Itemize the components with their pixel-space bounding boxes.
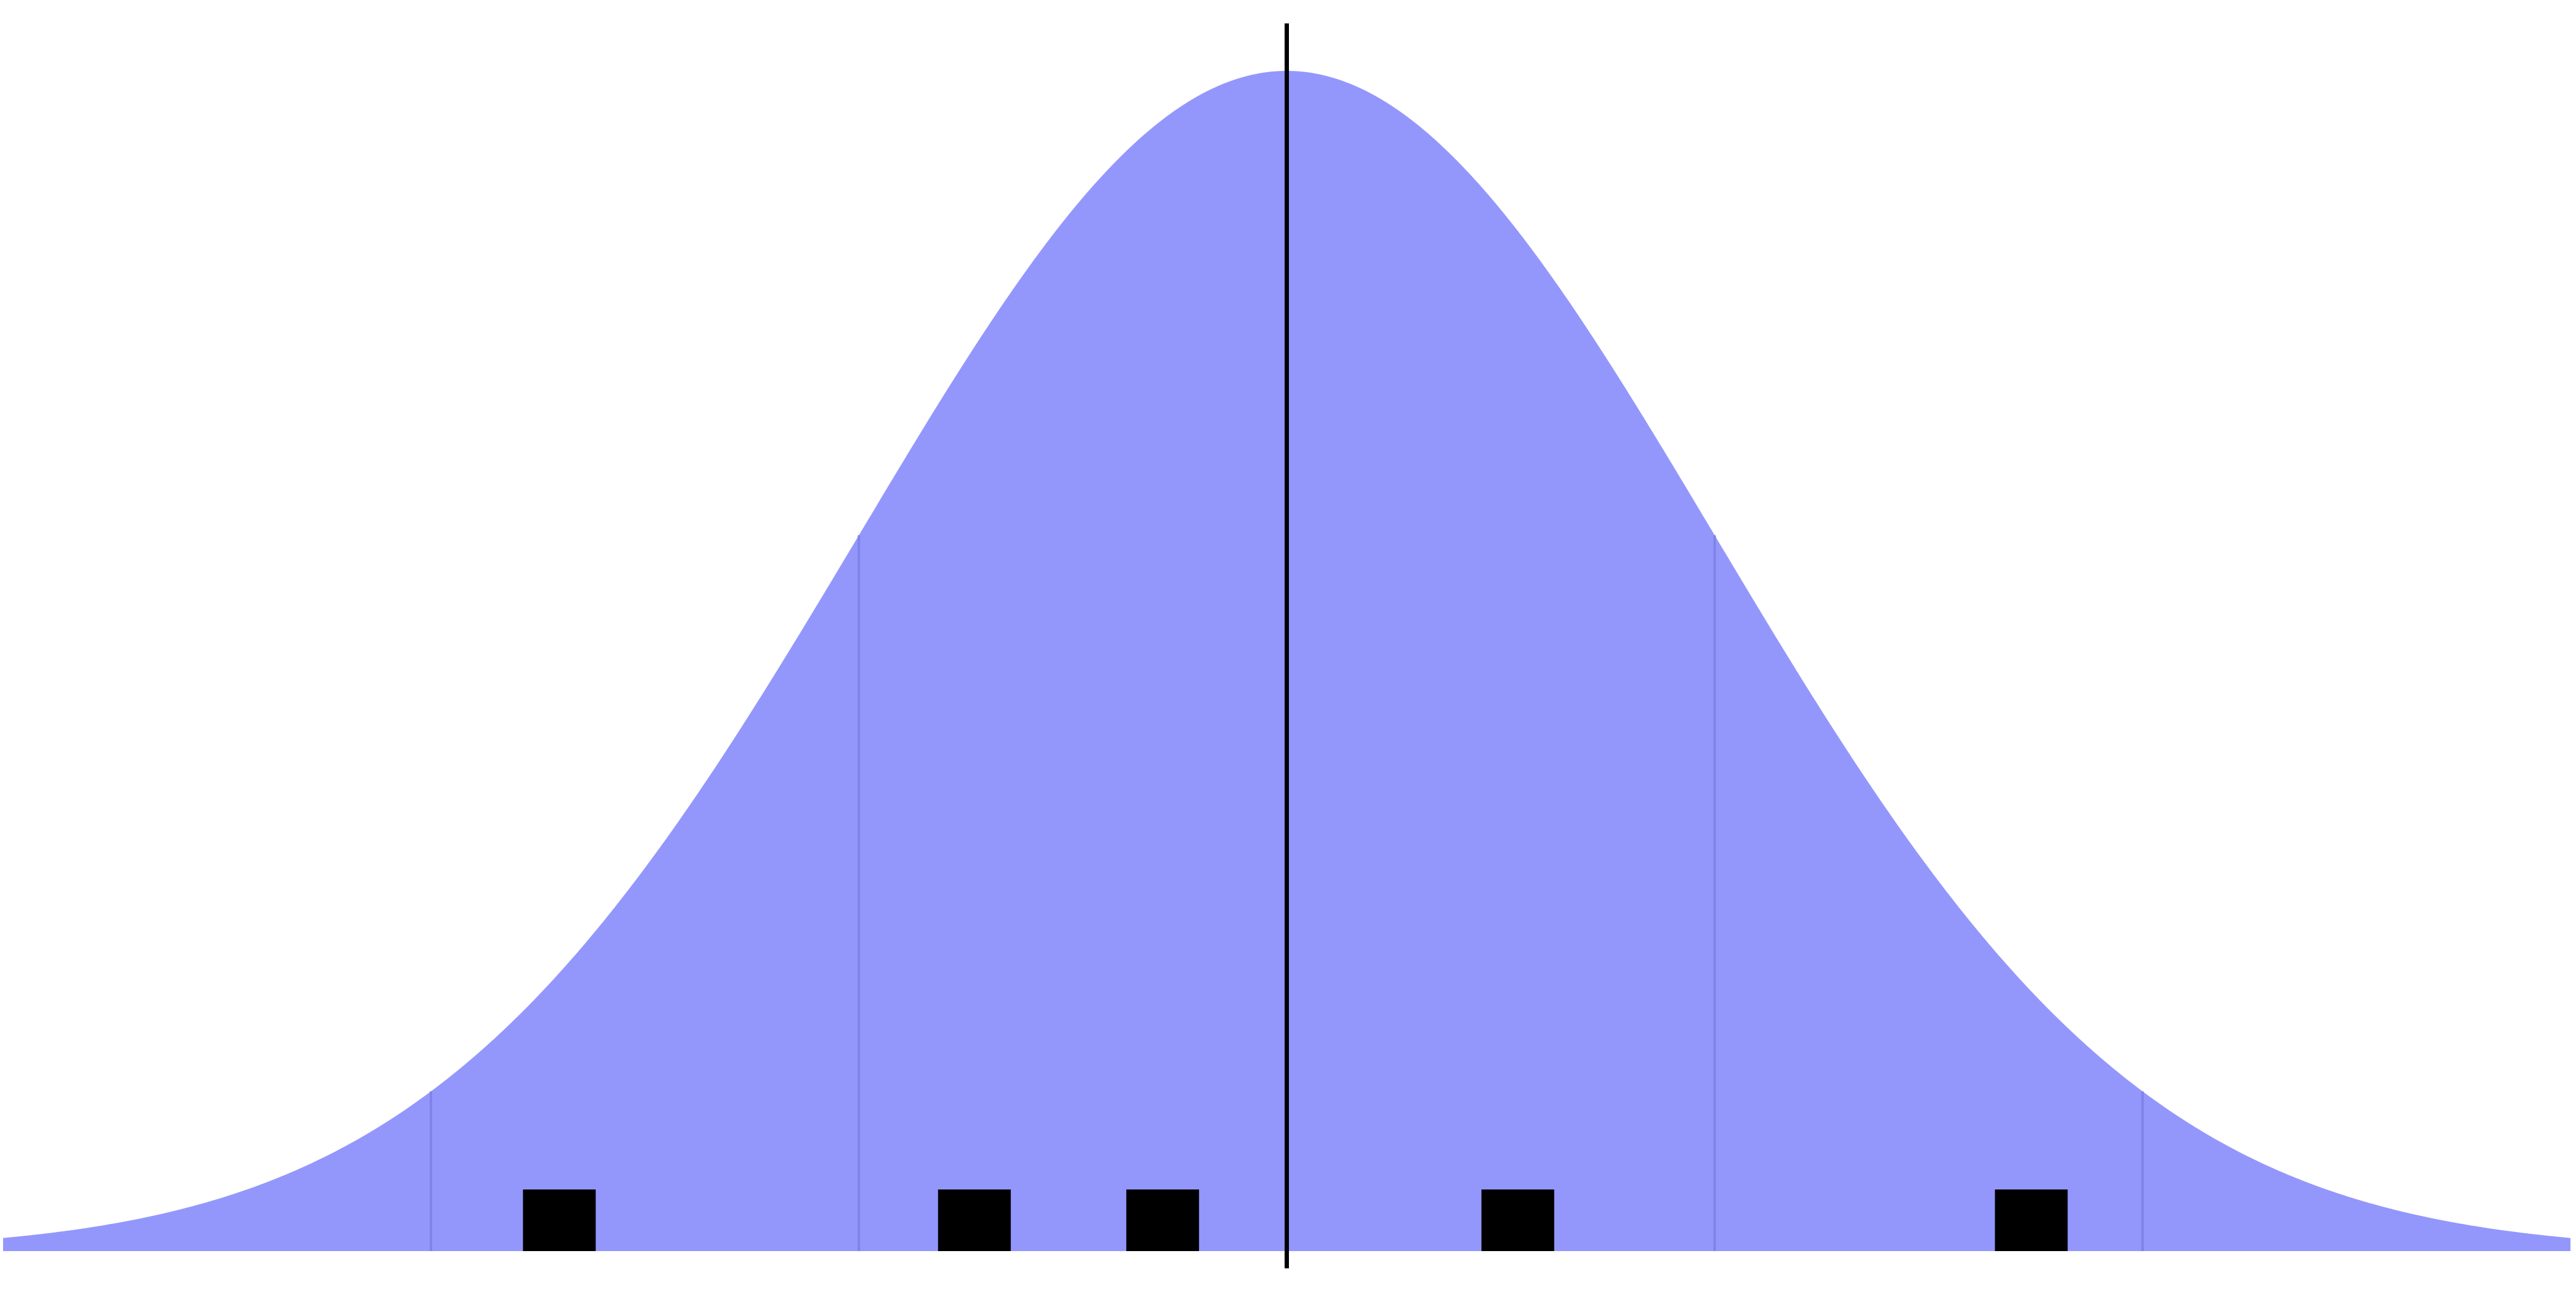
- data-point-marker: [523, 1189, 596, 1251]
- data-point-marker: [1481, 1189, 1555, 1251]
- data-point-marker: [1126, 1189, 1200, 1251]
- data-point-marker: [938, 1189, 1011, 1251]
- data-point-marker: [1995, 1189, 2068, 1251]
